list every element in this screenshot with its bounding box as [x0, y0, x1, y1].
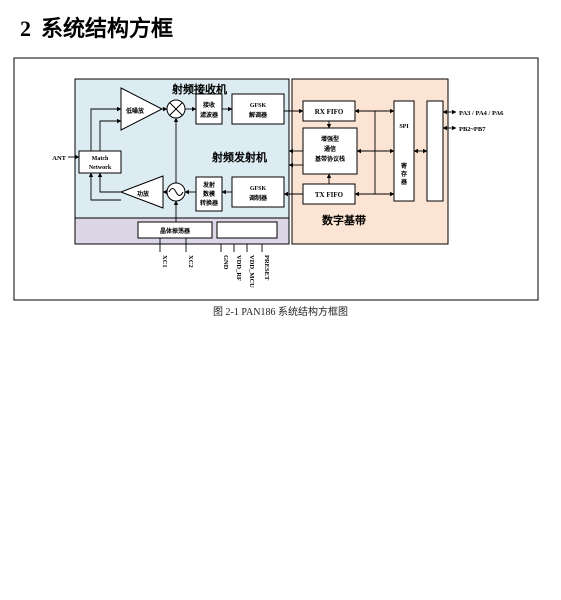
tx-converter-label-3: 转换器	[200, 199, 219, 207]
tx-converter-block	[195, 176, 223, 212]
section-number: 2	[20, 16, 31, 41]
rx-filter-block	[195, 93, 223, 125]
pin-vdd-rf-label: VDD_RF	[235, 255, 242, 281]
pin-gnd-label: GND	[222, 255, 229, 270]
lna-label: 低噪放	[125, 107, 145, 115]
register-label-3: 器	[400, 178, 408, 186]
mixer-x-line	[169, 102, 183, 116]
pin-xc1-label: XC1	[161, 255, 168, 268]
oscillator-wave-icon	[168, 188, 184, 196]
rx-section-label: 射频接收机	[171, 82, 227, 96]
spi-register-block	[393, 100, 415, 202]
rx-filter-label-1: 接收	[202, 101, 215, 109]
pa-label: 功放	[137, 190, 150, 198]
match-network-label-2: Network	[89, 165, 112, 171]
pin-xc2-label: XC2	[187, 255, 194, 268]
signal-connections	[68, 106, 457, 252]
digital-section-label: 数字基带	[322, 213, 366, 227]
pin-vdd-mcu-label: VDD_MCU	[248, 255, 255, 288]
section-heading: 2 系统结构方框	[20, 14, 173, 45]
pa-pins-label: PA3 / PA4 / PA6	[459, 110, 504, 117]
gfsk-demodulator-block	[231, 93, 285, 125]
ant-port-label: ANT	[52, 155, 66, 162]
io-block	[426, 100, 444, 202]
gfsk-mod-label-1: GFSK	[250, 186, 267, 192]
match-network-label-1: Match	[92, 156, 109, 162]
power-control-block	[216, 221, 278, 239]
crystal-oscillator-block	[137, 221, 213, 239]
gfsk-mod-label-2: 调制器	[249, 194, 268, 202]
crystal-oscillator-label: 晶体振荡器	[160, 227, 191, 235]
protocol-stack-label-3: 基带协议栈	[314, 155, 345, 163]
tx-converter-label-1: 发射	[202, 181, 215, 189]
tx-fifo-label: TX FIFO	[315, 191, 344, 199]
gfsk-demod-label-2: 解调器	[249, 111, 268, 119]
pb-pins-label: PB2~PB7	[459, 126, 486, 133]
section-title: 系统结构方框	[41, 17, 174, 42]
figure-caption: 图 2-1 PAN186 系统结构方框图	[213, 307, 348, 318]
gfsk-demod-label-1: GFSK	[250, 103, 267, 109]
tx-section-label: 射频发射机	[211, 150, 267, 164]
spi-label: SPI	[399, 124, 409, 130]
register-label-1: 寄	[401, 162, 407, 170]
register-label-2: 存	[401, 170, 407, 178]
rx-filter-label-2: 滤波器	[200, 111, 219, 119]
tx-converter-label-2: 数模	[203, 190, 216, 198]
protocol-stack-label-1: 增强型	[321, 135, 339, 143]
gfsk-modulator-block	[231, 176, 285, 208]
rx-fifo-label: RX FIFO	[315, 108, 344, 116]
protocol-stack-label-2: 通信	[324, 145, 336, 153]
pin-preset-label: PRESET	[263, 255, 270, 281]
